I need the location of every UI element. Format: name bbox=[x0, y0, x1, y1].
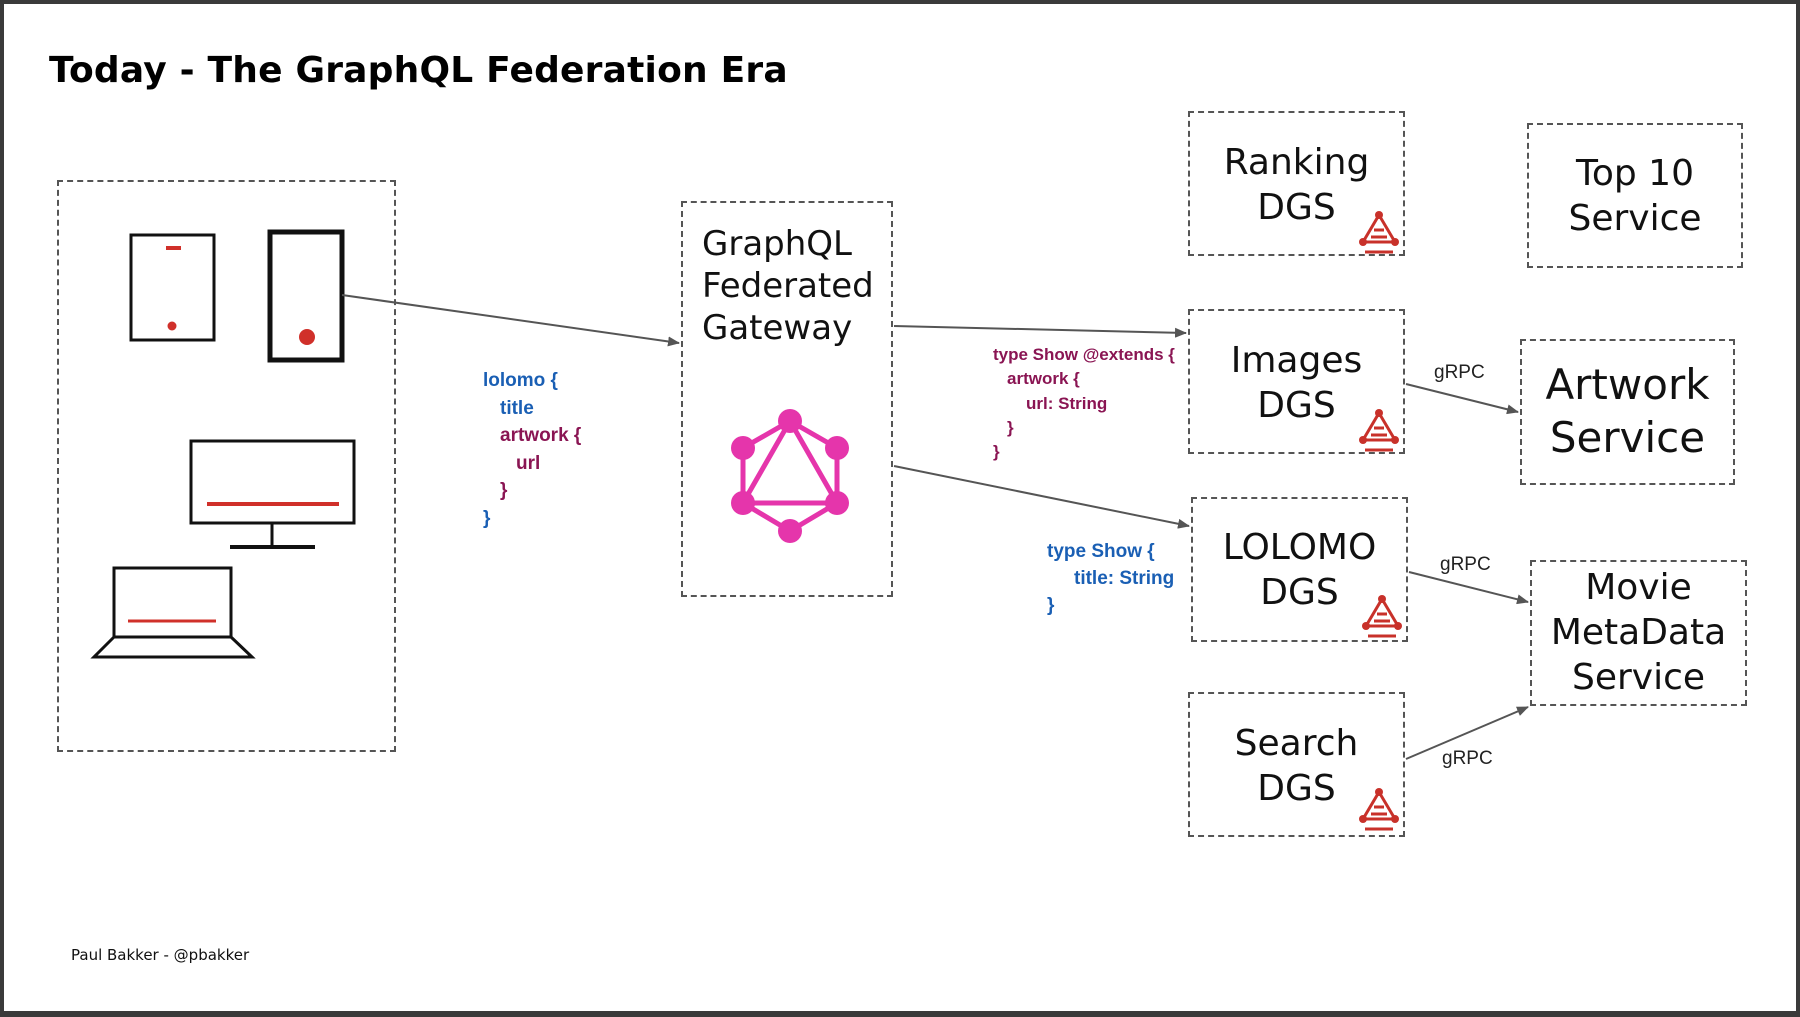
grpc-label-images-artwork: gRPC bbox=[1434, 362, 1485, 383]
code-line: url bbox=[516, 452, 541, 474]
lolomo-schema-code: type Show { title: String } bbox=[1047, 538, 1174, 619]
code-line: url: String bbox=[1026, 393, 1108, 413]
top10-service-line: Service bbox=[1568, 198, 1702, 239]
dgs-logo-icon bbox=[1359, 211, 1399, 254]
arrow-lolomo-to-movie bbox=[1408, 571, 1529, 605]
search-dgs-line: Search bbox=[1234, 723, 1359, 764]
code-line: } bbox=[1047, 595, 1055, 616]
top10-service-box bbox=[1527, 123, 1743, 268]
images-dgs-line: Images bbox=[1230, 340, 1363, 381]
monitor-icon bbox=[189, 439, 356, 549]
page-title: Today - The GraphQL Federation Era bbox=[49, 50, 788, 91]
ranking-dgs-line: DGS bbox=[1257, 187, 1336, 228]
footer-credit: Paul Bakker - @pbakker bbox=[71, 946, 250, 964]
movie-metadata-service-label: Movie MetaData Service bbox=[1530, 565, 1747, 700]
images-dgs-box bbox=[1188, 309, 1405, 454]
movie-metadata-service-box bbox=[1530, 560, 1747, 706]
ranking-dgs-label: Ranking DGS bbox=[1188, 140, 1405, 230]
lolomo-dgs-line: DGS bbox=[1260, 572, 1339, 613]
diagram-graphics bbox=[90, 211, 1529, 831]
grpc-label-search-movie: gRPC bbox=[1442, 748, 1493, 769]
dgs-logo-icon bbox=[1362, 595, 1402, 638]
gateway-label-line: Federated bbox=[702, 266, 874, 306]
dgs-logo-icon bbox=[1359, 409, 1399, 452]
arrow-gateway-to-images bbox=[893, 325, 1187, 338]
artwork-service-box bbox=[1520, 339, 1735, 485]
code-line: title: String bbox=[1074, 568, 1175, 589]
images-dgs-line: DGS bbox=[1257, 385, 1336, 426]
tablet-icon bbox=[129, 233, 216, 342]
code-line: } bbox=[483, 507, 491, 529]
search-dgs-label: Search DGS bbox=[1188, 721, 1405, 811]
movie-metadata-service-line: MetaData bbox=[1550, 612, 1727, 653]
arrow-gateway-to-lolomo bbox=[893, 465, 1190, 529]
code-line: type Show { bbox=[1047, 541, 1155, 562]
slide: Today - The GraphQL Federation Era Graph… bbox=[4, 4, 1796, 1011]
code-line: } bbox=[500, 480, 508, 501]
dgs-logo-icon bbox=[1359, 788, 1399, 831]
gateway-label-line: Gateway bbox=[702, 308, 853, 348]
code-line: } bbox=[1007, 417, 1014, 437]
gateway-label: GraphQL Federated Gateway bbox=[702, 223, 874, 349]
code-line: lolomo { bbox=[483, 370, 558, 391]
top10-service-label: Top 10 Service bbox=[1527, 151, 1743, 241]
laptop-icon bbox=[90, 566, 256, 659]
gateway-label-line: GraphQL bbox=[702, 224, 852, 264]
code-line: title bbox=[500, 397, 534, 419]
search-dgs-box bbox=[1188, 692, 1405, 837]
code-line: artwork { bbox=[1007, 369, 1080, 389]
clients-box bbox=[57, 180, 396, 752]
ranking-dgs-line: Ranking bbox=[1223, 142, 1370, 183]
arrow-search-to-movie bbox=[1405, 706, 1529, 760]
movie-metadata-service-line: Service bbox=[1571, 657, 1706, 698]
lolomo-dgs-label: LOLOMO DGS bbox=[1191, 525, 1408, 615]
phone-icon bbox=[267, 229, 345, 363]
arrow-clients-to-gateway bbox=[341, 294, 680, 347]
grpc-label-lolomo-movie: gRPC bbox=[1440, 554, 1491, 575]
gateway-box bbox=[681, 201, 893, 597]
ranking-dgs-box bbox=[1188, 111, 1405, 256]
code-line: artwork { bbox=[500, 425, 582, 446]
graphql-logo-icon bbox=[731, 409, 849, 543]
images-dgs-label: Images DGS bbox=[1188, 338, 1405, 428]
search-dgs-line: DGS bbox=[1257, 768, 1336, 809]
client-query-code: lolomo { title artwork { url } } bbox=[483, 367, 581, 532]
artwork-service-line: Service bbox=[1549, 413, 1706, 462]
artwork-service-label: Artwork Service bbox=[1520, 358, 1735, 464]
images-schema-code: type Show @extends { artwork { url: Stri… bbox=[993, 343, 1175, 464]
code-line: type Show @extends { bbox=[993, 345, 1175, 364]
arrow-images-to-artwork bbox=[1405, 383, 1519, 415]
code-line: } bbox=[993, 442, 1000, 462]
artwork-service-line: Artwork bbox=[1545, 360, 1710, 409]
movie-metadata-service-line: Movie bbox=[1585, 567, 1692, 608]
lolomo-dgs-box bbox=[1191, 497, 1408, 642]
top10-service-line: Top 10 bbox=[1575, 153, 1694, 194]
lolomo-dgs-line: LOLOMO bbox=[1222, 527, 1377, 568]
